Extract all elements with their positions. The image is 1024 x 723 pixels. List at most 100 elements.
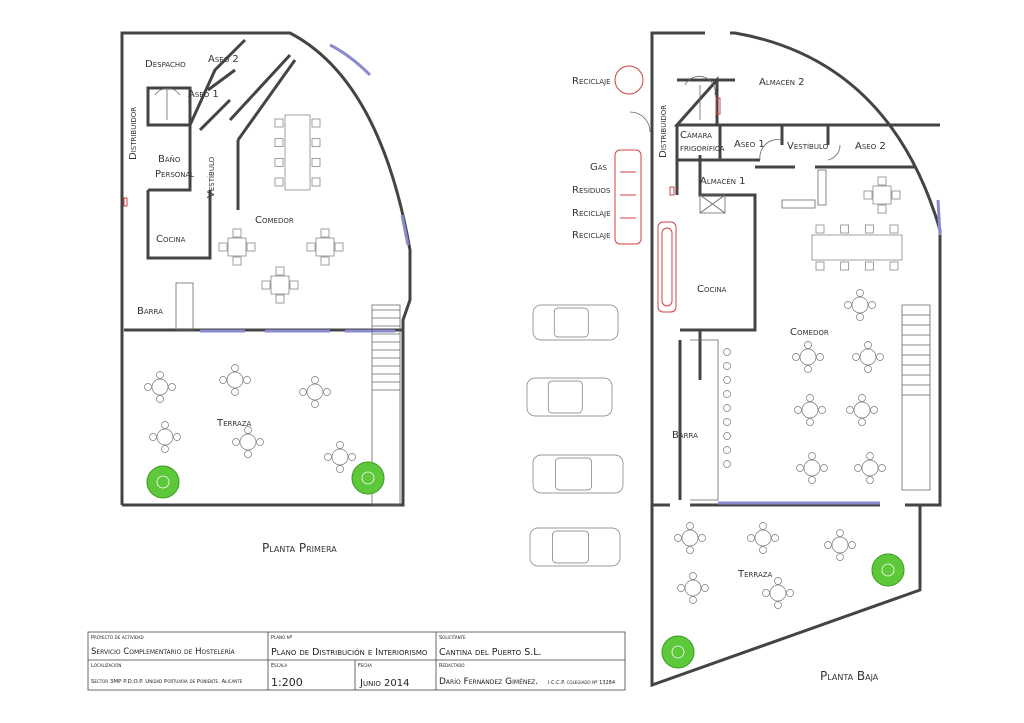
table-top [801,401,819,419]
round-table [796,452,828,484]
table-top [331,448,349,466]
room-label-comedor: Comedor [255,215,294,226]
chair [274,157,284,167]
car-icon [529,527,621,567]
chair [274,177,284,187]
solicitante-label: Solicitante [439,635,466,641]
chair [219,376,227,384]
outside-label-reciclaje-1: Reciclaje [572,208,611,219]
chair [689,572,697,580]
room-label-barra: Barra [672,430,698,441]
table-top [803,459,821,477]
chair [348,453,356,461]
chair [244,450,252,458]
proyecto-label: Proyecto de actividad [91,635,144,641]
room-label-terraza: Terraza [216,418,252,429]
fecha-value: Junio 2014 [359,678,410,689]
redactado-value: Darío Fernández Giménez. [439,677,538,687]
chair [796,464,804,472]
chair [878,464,886,472]
chair [844,301,852,309]
chair [701,584,709,592]
solicitante-value: Cantina del Puerto S.L. [439,647,542,658]
chair [815,261,825,271]
table-top [270,275,290,295]
chair [840,261,850,271]
table-top [769,584,787,602]
chair [818,406,826,414]
chair [863,190,873,200]
chair [274,118,284,128]
chair [864,261,874,271]
room-label-camara: Cámara [680,130,712,141]
chair [840,224,850,234]
round-table [792,341,824,373]
chair [156,371,164,379]
chair [324,453,332,461]
table-top [851,296,869,314]
room-label-frigorifica: frigorífica [680,143,725,154]
room-label-bano: Baño [158,154,181,165]
car-roof [555,457,592,491]
bar-stool [723,418,731,426]
round-table [747,522,779,554]
room-label-vestibulo: Vestíbulo [206,156,217,198]
room-label-aseo1: Aseo 1 [188,89,219,100]
fecha-label: Fecha [358,663,372,669]
chair [161,421,169,429]
chair [876,353,884,361]
round-table [219,364,251,396]
table-top [227,237,247,257]
chair [686,522,694,530]
chair [771,534,779,542]
chair [792,353,800,361]
room-label-cocina: Cocina [697,284,727,295]
chair [289,280,299,290]
title-block: Proyecto de actividad Servicio Complemen… [87,631,626,691]
room-label-distribuidor: Distribuidor [658,105,669,158]
outside-label-reciclaje-2: Reciclaje [572,230,611,241]
chair [856,289,864,297]
square-table [218,228,256,266]
escala-label: Escala [271,663,288,669]
ground-floor-walls [614,31,942,688]
table-top [681,529,699,547]
table-top [754,529,772,547]
chair [806,394,814,402]
chair [774,577,782,585]
bar-stool [723,390,731,398]
chair [686,546,694,554]
chair [815,224,825,234]
round-table [762,577,794,609]
square-table [306,228,344,266]
bar-stool [723,376,731,384]
chair [774,601,782,609]
plant-pot [671,645,685,659]
plant-pot [361,471,375,485]
chair [218,242,228,252]
long-table [274,114,321,191]
plant-foliage [871,553,905,587]
chair [804,365,812,373]
ground-floor-title: Planta Baja [820,669,879,683]
chair [173,433,181,441]
chair [232,228,242,238]
chair [311,118,321,128]
round-table [677,572,709,604]
room-label-almacen2: Almacén 2 [759,77,805,88]
upper-floor-walls [120,31,412,507]
chair [275,266,285,276]
chair [747,534,755,542]
chair [149,433,157,441]
car-roof [547,380,583,414]
upper-floor-title: Planta Primera [262,541,337,555]
round-table [232,426,264,458]
chair [889,224,899,234]
chair [299,388,307,396]
long-table [811,224,903,271]
chair [231,364,239,372]
chair [864,224,874,234]
localizacion-value: Sector 3MP P.D.O.P. Unidad Portuaria de … [91,679,243,685]
table-top [226,371,244,389]
table-top [306,383,324,401]
